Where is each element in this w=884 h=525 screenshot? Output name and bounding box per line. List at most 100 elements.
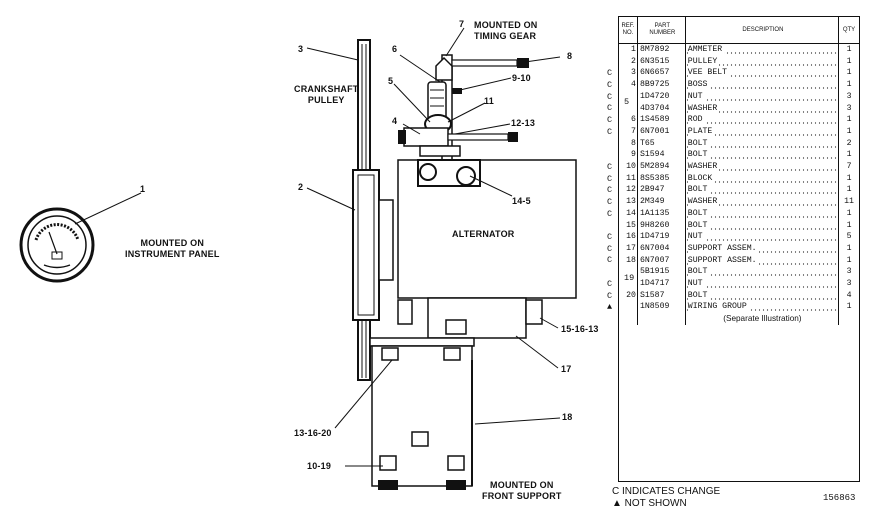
cell-description: BOLT [685, 184, 840, 197]
cell-part-number: 6N7001 [637, 125, 686, 138]
cell-ref: 10 [619, 161, 638, 173]
change-flag: C [607, 161, 613, 172]
description-text: WIRING GROUP [687, 302, 749, 312]
cell-ref: 14 [619, 207, 638, 220]
cell-description: NUT [685, 231, 840, 243]
cell-ref: 9 [619, 149, 638, 162]
cell-ref [619, 266, 638, 279]
description-text: AMMETER [687, 45, 725, 54]
cell-part-number: 1S4589 [637, 114, 686, 126]
callout-1: 1 [140, 184, 146, 194]
callout-11: 11 [484, 96, 494, 106]
cell-part-number [637, 313, 686, 325]
cell-description: BOSS [685, 79, 840, 91]
cell-ref [619, 90, 638, 103]
description-text: BOLT [687, 150, 710, 160]
description-text: SUPPORT ASSEM. [687, 255, 759, 265]
change-flag: C [607, 103, 613, 114]
cell-qty: 1 [846, 150, 852, 160]
cell-description: PULLEY [685, 55, 840, 68]
callout-18: 18 [562, 412, 573, 422]
cell-part-number: 8M7892 [637, 43, 686, 56]
change-flag: C [607, 278, 613, 289]
callout-3: 3 [298, 44, 304, 54]
cell-ref [619, 278, 638, 290]
cell-description: WASHER [685, 196, 840, 208]
cell-description: ROD [685, 114, 840, 126]
merged-ref-number: 5 [624, 97, 630, 108]
label-mounted-on-timing-gear: MOUNTED ON TIMING GEAR [474, 20, 538, 41]
cell-ref: 4 [619, 79, 638, 91]
adjusting-rod-assembly [398, 54, 529, 166]
description-text: BOSS [687, 80, 710, 90]
cell-qty [839, 313, 859, 325]
cell-description: BOLT [685, 289, 840, 302]
label-mounted-on-instrument-panel: MOUNTED ON INSTRUMENT PANEL [125, 238, 220, 259]
ammeter-gauge [19, 207, 95, 283]
cell-qty: 1 [846, 173, 852, 183]
cell-ref: 17 [619, 242, 638, 255]
change-flag: C [607, 126, 613, 137]
cell-qty: 3 [846, 91, 852, 101]
cell-ref [619, 313, 638, 325]
cell-part-number: 8S5385 [637, 172, 686, 185]
cell-description: WASHER [685, 102, 840, 115]
table-row: (Separate Illustration) [619, 313, 859, 325]
cell-ref: 7 [619, 125, 638, 138]
change-flag: C [607, 290, 613, 301]
callout-4: 4 [392, 116, 398, 126]
description-text: WASHER [687, 162, 720, 172]
header-qty: QTY [838, 17, 859, 44]
callout-17: 17 [561, 364, 572, 374]
cell-ref: 3 [619, 67, 638, 80]
callout-13-16-20: 13-16-20 [294, 428, 332, 438]
cell-qty: 1 [846, 220, 852, 230]
merged-ref-number: 19 [624, 272, 635, 283]
cell-ref: 16 [619, 231, 638, 243]
cell-description: SUPPORT ASSEM. [685, 242, 840, 255]
description-text: BOLT [687, 220, 710, 230]
label-alternator: ALTERNATOR [452, 229, 515, 239]
cell-part-number: 5M2894 [637, 161, 686, 173]
alternator-mounting-illustration [19, 27, 577, 490]
description-text: SUPPORT ASSEM. [687, 243, 759, 253]
cell-part-number: 2B947 [637, 184, 686, 197]
cell-qty: 11 [844, 197, 854, 207]
cell-description: BLOCK [685, 172, 840, 185]
description-text: BOLT [687, 138, 710, 148]
description-text: ROD [687, 115, 705, 125]
cell-qty: 1 [846, 185, 852, 195]
change-flag: C [607, 173, 613, 184]
catalog-number: 156863 [823, 493, 856, 503]
description-text: BOLT [687, 290, 710, 300]
cell-qty: 4 [846, 290, 852, 300]
cell-part-number: 6N6657 [637, 67, 686, 80]
cell-ref: 11 [619, 172, 638, 185]
crankshaft-pulley [352, 169, 394, 321]
cell-part-number: S1587 [637, 289, 686, 302]
cell-qty: 1 [846, 56, 852, 66]
change-flag: C [607, 196, 613, 207]
cell-ref: 13 [619, 196, 638, 208]
cell-qty: 1 [846, 80, 852, 90]
change-flag: C [607, 79, 613, 90]
cell-ref: 15 [619, 219, 638, 232]
description-text: PLATE [687, 126, 715, 136]
change-flag: C [607, 255, 613, 266]
cell-qty: 1 [846, 68, 852, 78]
header-part-number: PART NUMBER [637, 17, 686, 44]
description-text: BOLT [687, 267, 710, 277]
